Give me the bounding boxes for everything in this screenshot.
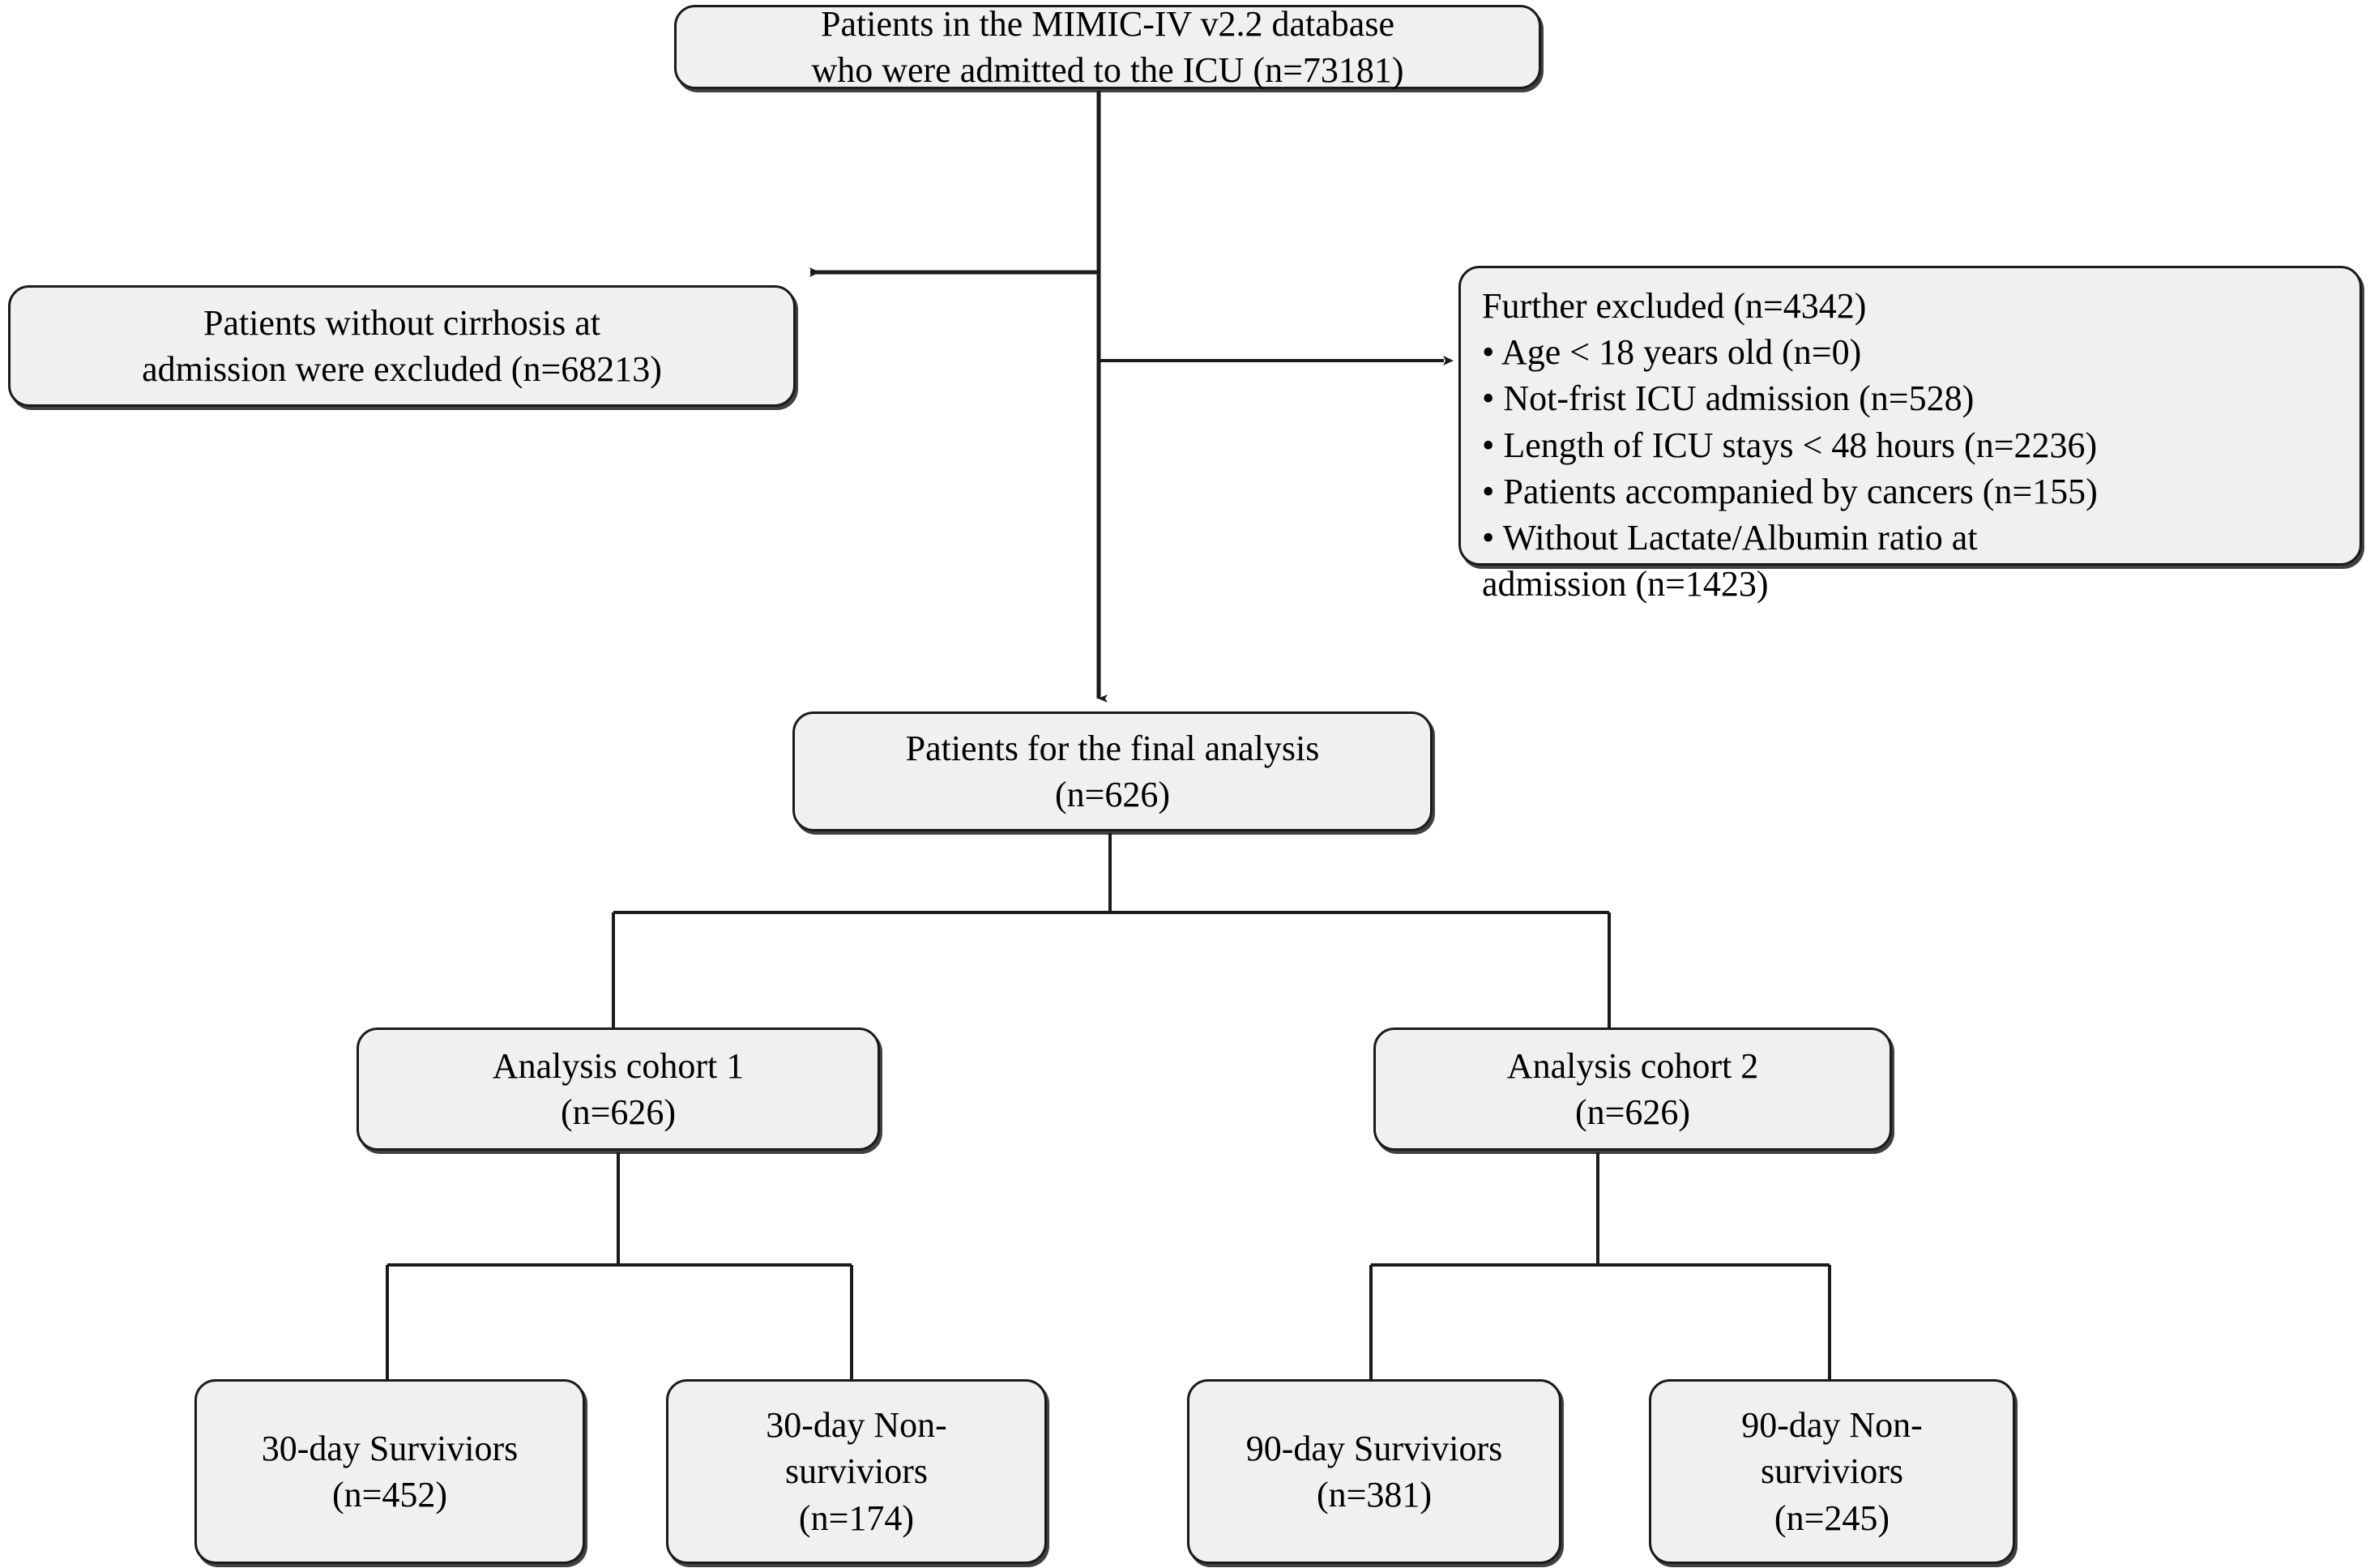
node-source-label: Patients in the MIMIC-IV v2.2 database w…	[811, 3, 1404, 90]
node-further-excluded-label: Further excluded (n=4342) • Age < 18 yea…	[1482, 286, 2098, 605]
node-final-analysis-label: Patients for the final analysis (n=626)	[905, 728, 1320, 814]
node-90-day-non-survivors: 90-day Non- surviviors (n=245)	[1649, 1379, 2015, 1564]
node-analysis-cohort-1: Analysis cohort 1 (n=626)	[357, 1028, 880, 1151]
node-analysis-cohort-2-label: Analysis cohort 2 (n=626)	[1506, 1045, 1759, 1132]
node-analysis-cohort-2: Analysis cohort 2 (n=626)	[1373, 1028, 1892, 1151]
node-further-excluded: Further excluded (n=4342) • Age < 18 yea…	[1458, 266, 2362, 604]
node-90-day-non-survivors-label: 90-day Non- surviviors (n=245)	[1741, 1405, 1923, 1538]
node-analysis-cohort-1-label: Analysis cohort 1 (n=626)	[492, 1045, 745, 1132]
node-source-population: Patients in the MIMIC-IV v2.2 database w…	[674, 4, 1541, 90]
node-excluded-no-cirrhosis-label: Patients without cirrhosis at admission …	[142, 302, 662, 389]
node-final-analysis: Patients for the final analysis (n=626)	[792, 711, 1433, 831]
node-excluded-no-cirrhosis: Patients without cirrhosis at admission …	[8, 285, 796, 407]
node-30-day-non-survivors: 30-day Non- surviviors (n=174)	[666, 1379, 1047, 1564]
node-90-day-survivors: 90-day Surviviors (n=381)	[1187, 1379, 1561, 1564]
node-30-day-survivors: 30-day Surviviors (n=452)	[194, 1379, 585, 1564]
node-90-day-survivors-label: 90-day Surviviors (n=381)	[1245, 1428, 1503, 1515]
node-30-day-non-survivors-label: 30-day Non- surviviors (n=174)	[766, 1405, 947, 1538]
node-30-day-survivors-label: 30-day Surviviors (n=452)	[261, 1428, 519, 1515]
